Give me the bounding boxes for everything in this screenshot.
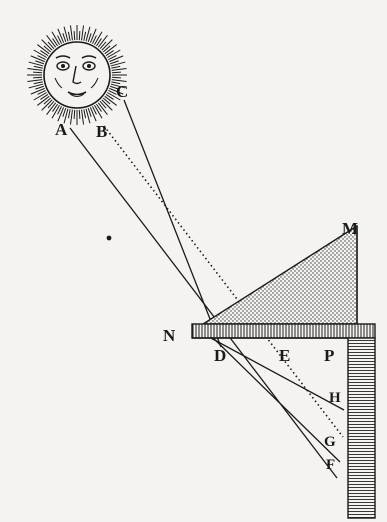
sun-ray-line	[88, 108, 91, 117]
sun-ray-line	[63, 108, 66, 117]
sun-ray-line	[33, 72, 42, 73]
sun-ray-line	[31, 88, 45, 94]
shaded-triangle	[203, 226, 357, 324]
sun-ray-line	[34, 82, 43, 84]
sun-ray-line	[103, 46, 110, 52]
label-m: M	[342, 219, 358, 238]
label-b: B	[96, 122, 107, 141]
sun-ray-line	[109, 56, 123, 62]
label-n: N	[163, 326, 176, 345]
sun-ray-line	[70, 110, 72, 125]
sun-ray-line	[70, 25, 72, 40]
sun-ray-line	[27, 68, 42, 70]
sun-ray-line	[112, 72, 121, 73]
label-a: A	[55, 120, 68, 139]
sun-disc	[44, 42, 110, 108]
label-g: G	[324, 434, 336, 450]
sun-ray-line	[100, 101, 106, 108]
sun-ray-line	[33, 77, 42, 78]
sun-ray-line	[82, 25, 84, 40]
sun-ray-line	[100, 42, 106, 49]
sun-ray-line	[90, 107, 96, 121]
sun-ray-line	[68, 32, 70, 41]
sun-ray-line	[35, 86, 44, 89]
sun	[27, 25, 127, 125]
sun-ray-line	[112, 68, 127, 70]
sun-ray-line	[82, 110, 84, 125]
sun-ray-line	[79, 31, 80, 40]
sun-ray-line	[68, 109, 70, 118]
sun-ray-line	[74, 110, 75, 119]
sun-ray-line	[110, 61, 119, 64]
sun-ray-line	[111, 66, 120, 68]
label-f: F	[326, 457, 335, 473]
label-d: D	[214, 346, 226, 365]
sun-ray-line	[103, 98, 110, 104]
sun-ray-line	[34, 66, 43, 68]
sun-ray-line	[44, 98, 51, 104]
sun-ray-line	[44, 46, 51, 52]
sun-ray-line	[31, 56, 45, 62]
sun-ray-line	[58, 29, 64, 43]
label-e: E	[279, 346, 290, 365]
ray-c-to-d	[124, 100, 221, 347]
stray-dot	[107, 236, 112, 241]
sun-ray-line	[48, 42, 54, 49]
horizontal-bar	[192, 324, 375, 338]
sun-ray-line	[84, 32, 86, 41]
sun-ray-line	[35, 61, 44, 64]
sun-ray-line	[48, 101, 54, 108]
sun-ray-line	[63, 33, 66, 42]
sun-ray-line	[84, 109, 86, 118]
label-p: P	[324, 346, 334, 365]
vertical-post	[348, 338, 375, 518]
sun-ray-line	[27, 80, 42, 82]
sun-ray-line	[88, 33, 91, 42]
sun-ray-line	[74, 31, 75, 40]
sun-ray-line	[79, 110, 80, 119]
label-h: H	[329, 390, 341, 406]
label-c: C	[116, 82, 128, 101]
sun-ray-line	[112, 77, 121, 78]
sun-ray-line	[90, 29, 96, 43]
